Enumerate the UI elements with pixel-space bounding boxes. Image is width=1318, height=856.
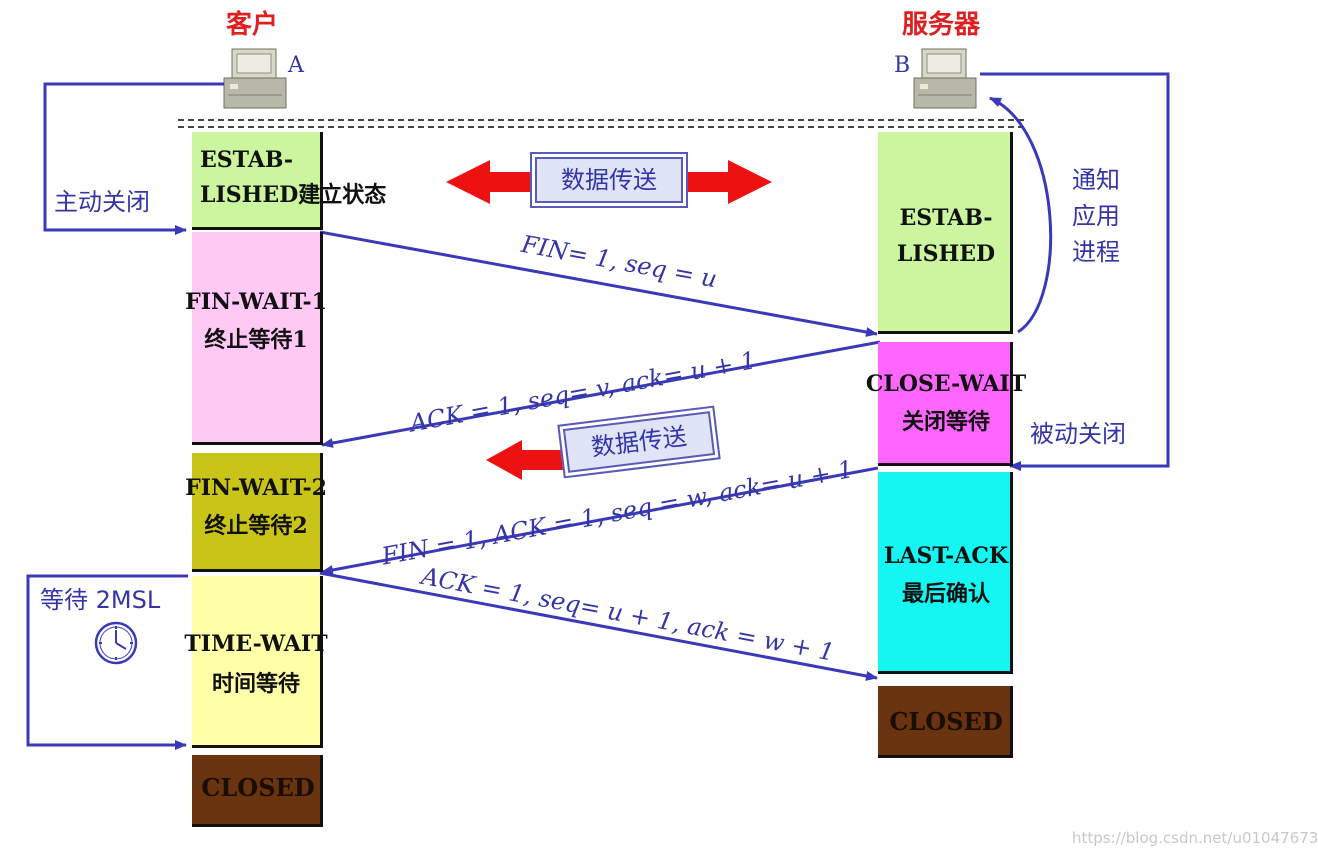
client-fin-wait-1-text-2: 终止等待1 (204, 327, 308, 353)
client-time-wait-box (192, 576, 323, 748)
client-time-wait-text-2: 时间等待 (211, 671, 300, 697)
client-letter: A (288, 53, 304, 78)
server-last-ack-text-1: LAST-ACK (884, 543, 1008, 569)
server-closed-box (878, 686, 1013, 758)
client-fin-wait-2-text-1: FIN-WAIT-2 (185, 475, 327, 501)
client-time-wait-text-1: TIME-WAIT (184, 631, 328, 657)
notify-app-label-1: 通知 (1072, 166, 1120, 194)
server-close-wait-box (878, 342, 1013, 466)
data-transfer-mid-arrowhead (486, 440, 566, 480)
watermark: https://blog.csdn.net/u010476739 (1072, 829, 1318, 847)
server-computer-icon (913, 48, 977, 109)
server-title: 服务器 (902, 10, 981, 40)
clock-icon (94, 621, 138, 665)
client-title: 客户 (226, 10, 279, 40)
server-established-box (878, 132, 1013, 334)
server-last-ack-box (878, 472, 1013, 674)
ack1-arrow (321, 340, 881, 448)
wait-2msl-label: 等待 2MSL (40, 586, 161, 614)
server-established-text-2: LISHED (896, 241, 996, 267)
server-last-ack-text-2: 最后确认 (901, 581, 990, 607)
client-closed-box (192, 755, 323, 827)
notify-app-label-3: 进程 (1072, 238, 1120, 266)
server-close-wait-text-1: CLOSE-WAIT (865, 371, 1027, 397)
ack2-arrow (319, 571, 878, 681)
client-established-text-2: LISHED建立状态 (200, 182, 387, 208)
client-fin-wait-1-text-1: FIN-WAIT-1 (185, 289, 327, 315)
server-close-wait-text-2: 关闭等待 (901, 409, 990, 435)
passive-close-label: 被动关闭 (1030, 420, 1126, 448)
fin2-arrow (321, 466, 879, 575)
active-close-label: 主动关闭 (54, 188, 150, 216)
fin1-arrow (319, 230, 878, 337)
client-fin-wait-1-box (192, 232, 323, 445)
data-transfer-top-box: 数据传送 (530, 152, 688, 208)
passive-close-arrow (980, 72, 1170, 471)
client-computer-icon (223, 48, 287, 109)
client-fin-wait-2-text-2: 终止等待2 (204, 513, 308, 539)
server-closed-text: CLOSED (889, 707, 1003, 736)
server-letter: B (894, 53, 911, 78)
client-fin-wait-2-box (192, 453, 323, 572)
client-established-box (192, 132, 323, 230)
active-close-arrow (43, 82, 224, 235)
notify-app-arrow (989, 96, 1053, 334)
client-established-text-1: ESTAB- (200, 147, 294, 173)
client-closed-text: CLOSED (201, 773, 315, 802)
data-transfer-right-arrowhead (684, 160, 772, 204)
notify-app-label-2: 应用 (1072, 202, 1120, 230)
data-transfer-left-arrowhead (446, 160, 540, 204)
server-established-text-1: ESTAB- (899, 205, 993, 231)
wait-2msl-arrow (26, 574, 188, 750)
